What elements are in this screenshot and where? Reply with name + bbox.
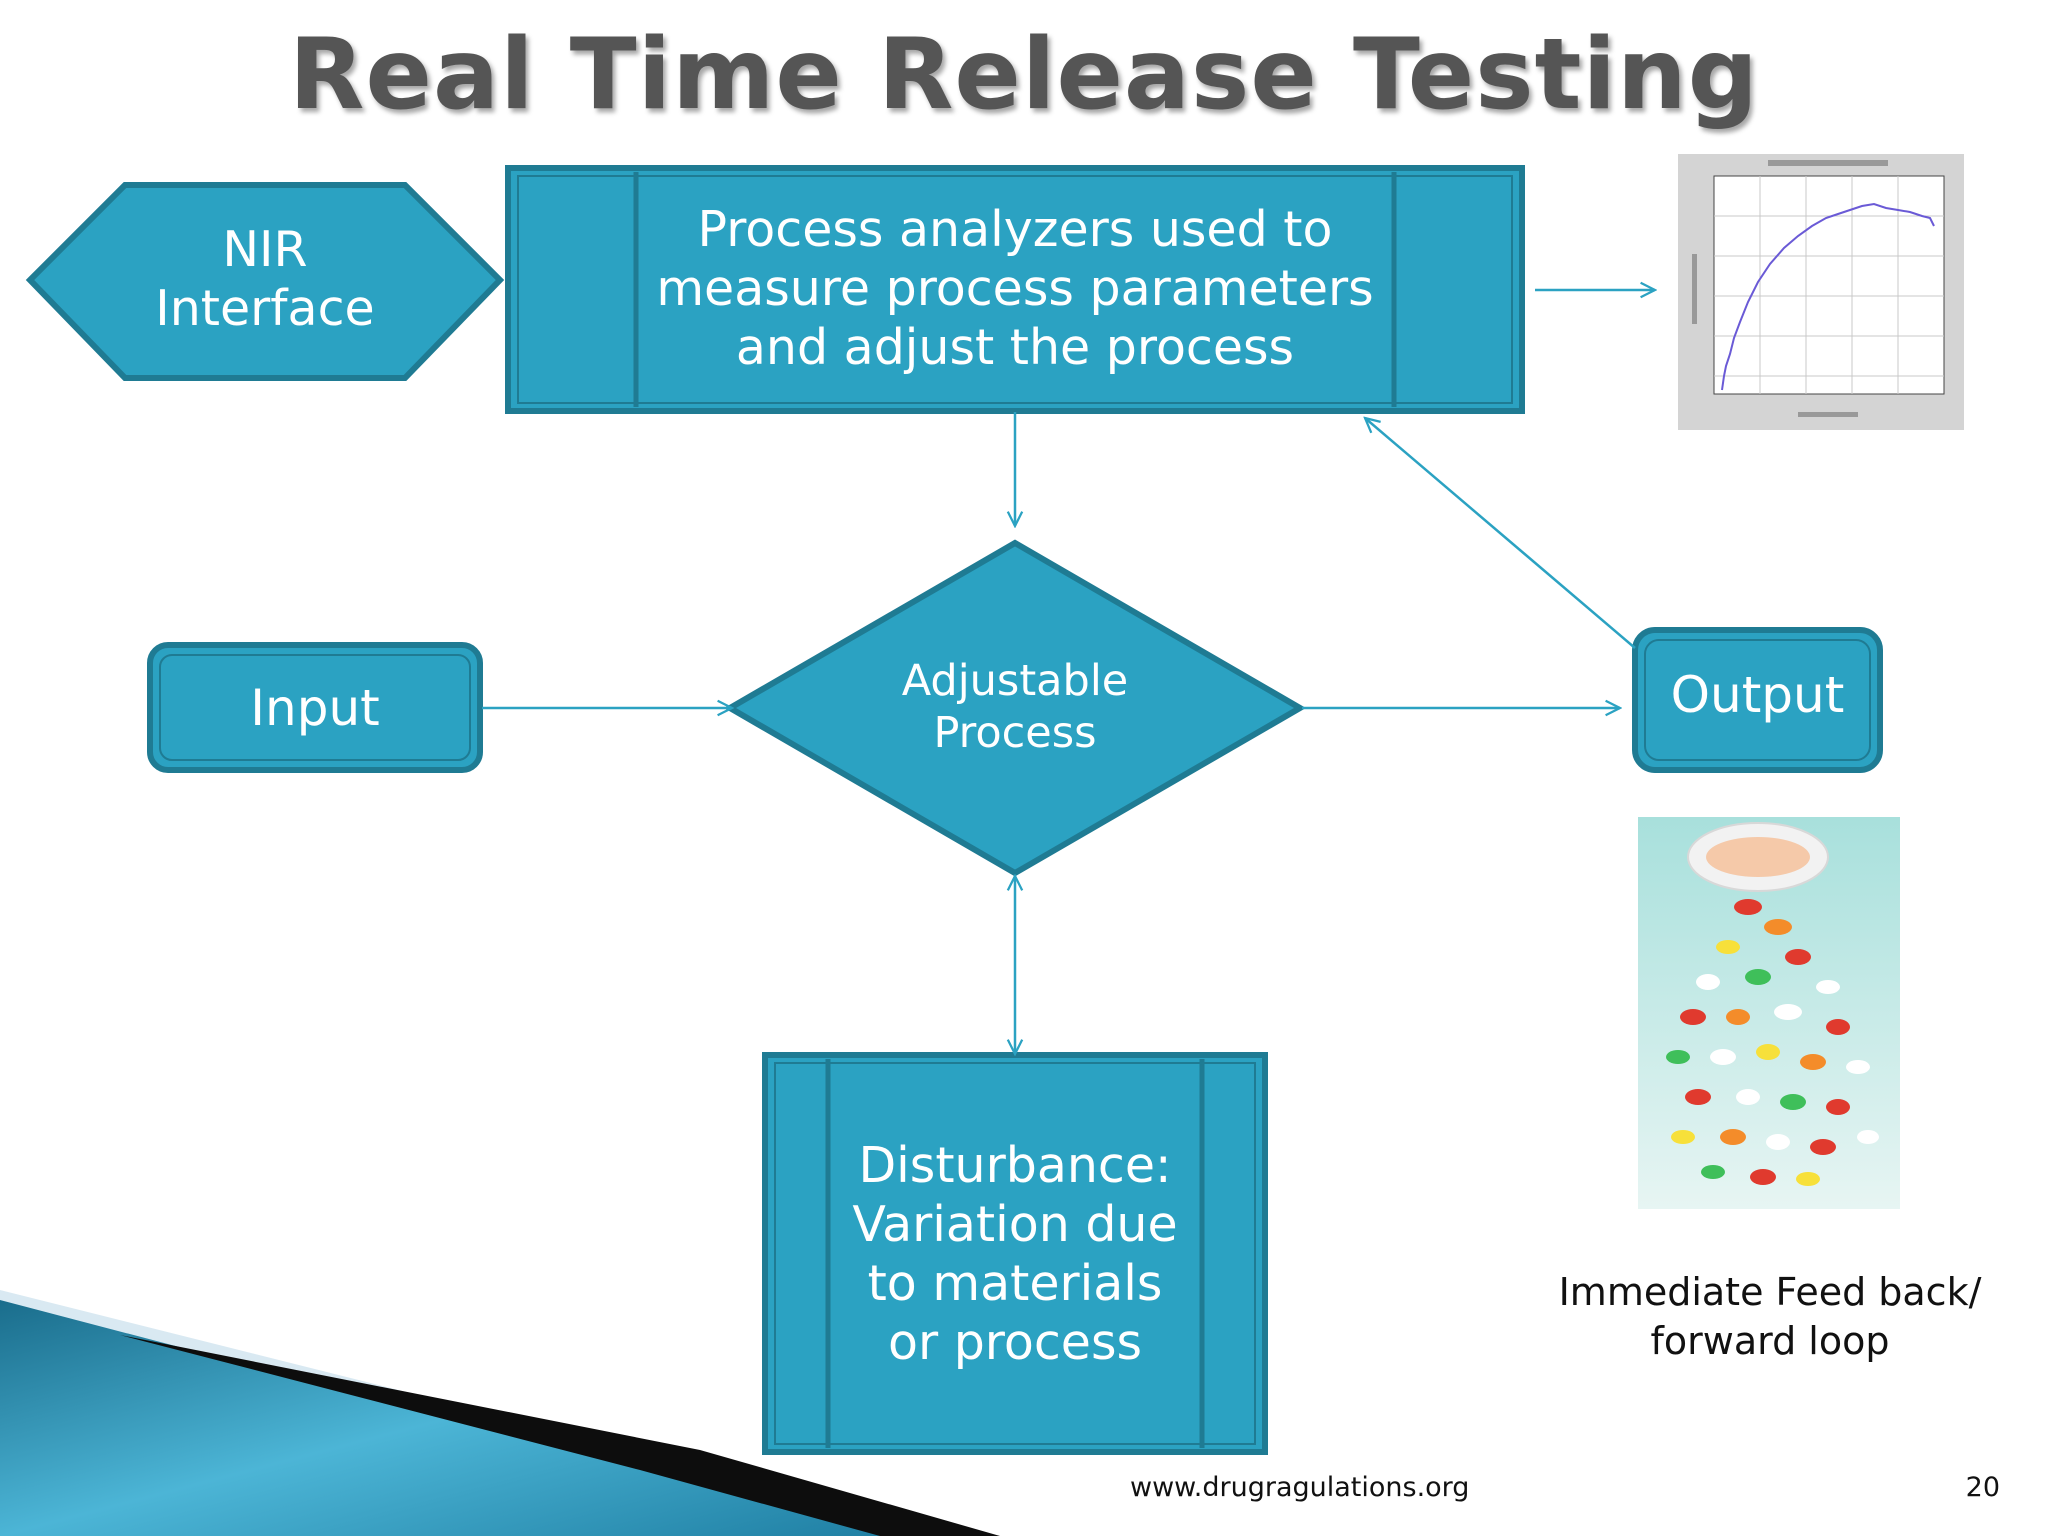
- disturbance-box: [762, 1052, 1268, 1455]
- swoosh-black: [120, 1335, 1000, 1536]
- adjustable-diamond: [724, 539, 1306, 877]
- page-title: Real Time Release Testing: [289, 18, 1759, 132]
- process-trend-chart-image: [1678, 154, 1964, 430]
- analyzers-box: [505, 165, 1525, 414]
- input-box: [147, 642, 483, 773]
- arrow-output-feedback: [1365, 418, 1636, 649]
- loop-caption: Immediate Feed back/ forward loop: [1558, 1270, 1982, 1364]
- analyzers-label: Process analyzers used to measure proces…: [656, 201, 1374, 376]
- output-label: Output: [1670, 666, 1845, 724]
- disturbance-label: Disturbance: Variation due to materials …: [852, 1137, 1178, 1371]
- pills-bottle-image: [1638, 817, 1900, 1209]
- page-number: 20: [1965, 1472, 2000, 1503]
- nir-hexagon: [25, 182, 505, 381]
- adjustable-label: Adjustable Process: [901, 655, 1129, 758]
- nir-label: NIR Interface: [155, 221, 375, 337]
- footer-website[interactable]: www.drugragulations.org: [1130, 1472, 1470, 1503]
- input-label: Input: [250, 678, 380, 737]
- output-box: [1632, 627, 1883, 773]
